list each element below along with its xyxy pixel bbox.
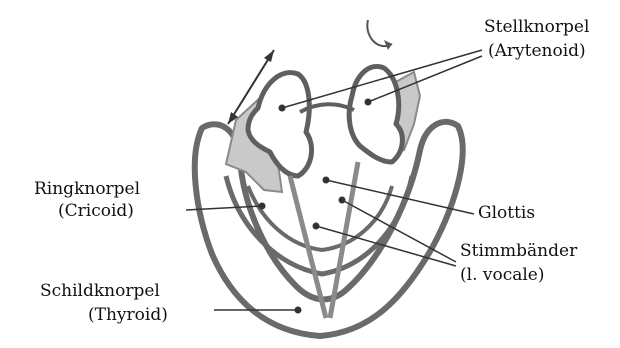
label-thyroid-line1: Schildknorpel bbox=[40, 281, 160, 301]
cricoid-ring-inner bbox=[248, 186, 392, 250]
rotation-arrow-head bbox=[384, 40, 392, 50]
label-vocal-line1: Stimmbänder bbox=[460, 241, 578, 261]
label-cricoid-line1: Ringknorpel bbox=[34, 179, 140, 199]
label-arytenoid-line2: (Arytenoid) bbox=[488, 41, 586, 61]
label-glottis: Glottis bbox=[478, 203, 535, 223]
arrow-head-top bbox=[264, 50, 274, 62]
label-cricoid-line2: (Cricoid) bbox=[58, 201, 134, 221]
label-vocal-line2: (l. vocale) bbox=[460, 265, 545, 285]
label-thyroid-line2: (Thyroid) bbox=[88, 305, 168, 325]
label-arytenoid-line1: Stellknorpel bbox=[484, 17, 589, 37]
